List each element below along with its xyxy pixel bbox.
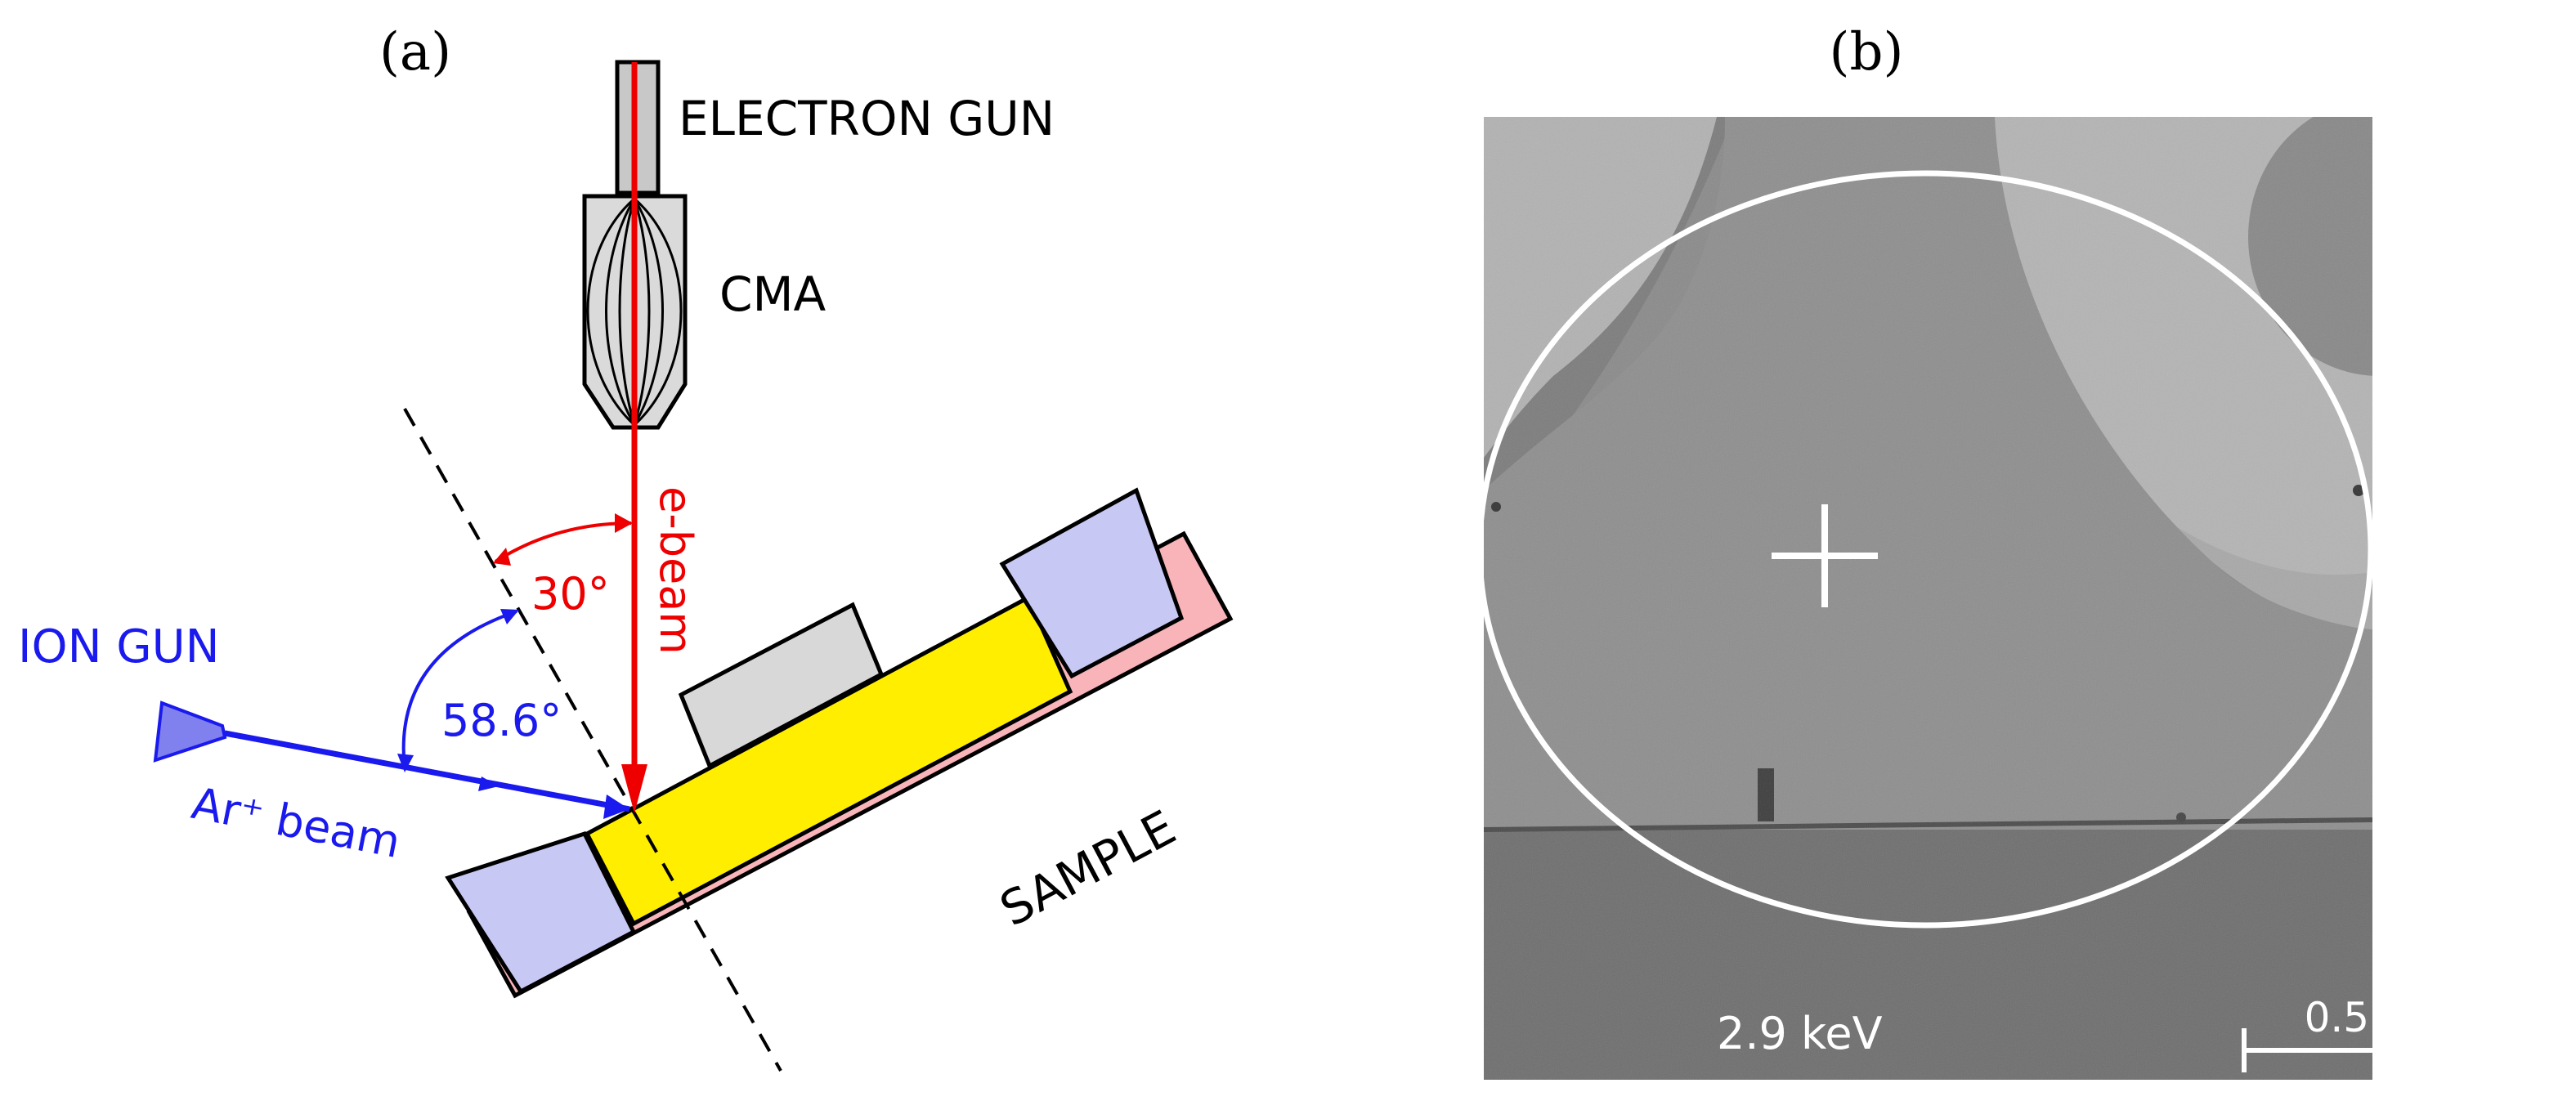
energy-label: 2.9 keV <box>1717 1008 1883 1059</box>
analysis-area-ellipse <box>1476 170 2374 929</box>
scale-label: 0.5 mm <box>2305 994 2462 1041</box>
sample-assembly <box>445 487 1234 999</box>
sample-cap <box>678 602 885 769</box>
center-crosshair <box>1772 504 1878 607</box>
sample-label: SAMPLE <box>991 799 1184 938</box>
sample-normal-line <box>403 408 782 1072</box>
ion-gun-label: ION GUN <box>18 620 220 674</box>
cma-label: CMA <box>719 266 827 322</box>
panel-b: (b) <box>1476 22 2524 1080</box>
ion-gun <box>153 700 227 763</box>
panel-a-label: (a) <box>379 22 451 83</box>
sem-image <box>1484 117 2372 1080</box>
ion-beam <box>224 730 630 812</box>
angle-30-label: 30° <box>531 568 610 620</box>
electron-gun <box>615 60 661 195</box>
ar-beam-label: Ar⁺ beam <box>188 777 405 868</box>
electron-beam-arrowhead <box>621 764 647 813</box>
angle-58-label: 58.6° <box>441 695 562 746</box>
clamp-left <box>445 830 637 995</box>
angle-58-arc <box>401 610 517 769</box>
ebeam-label: e-beam <box>650 486 701 655</box>
clamp-right <box>999 487 1185 679</box>
angle-30-arc <box>494 521 632 563</box>
electron-gun-label: ELECTRON GUN <box>679 91 1055 146</box>
scale-bar <box>2242 1028 2524 1072</box>
panel-a: (a) ELECTRON GUN CMA SAMPLE <box>18 22 1234 1072</box>
panel-b-label: (b) <box>1830 22 1904 83</box>
